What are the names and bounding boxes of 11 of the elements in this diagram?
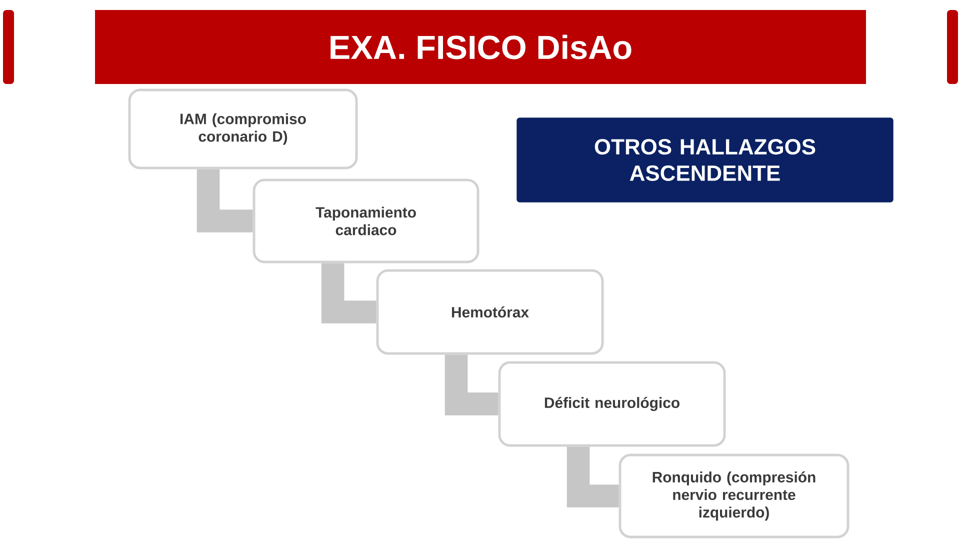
process-box: IAM (compromiso coronario D) [128, 88, 358, 170]
process-box: Ronquido (compresión nervio recurrente izquierdo) [618, 454, 850, 538]
process-box: Déficit neurológico [498, 361, 726, 447]
title-banner: EXA. FISICO DisAo [95, 10, 866, 84]
connector [196, 169, 253, 232]
connector [444, 354, 498, 416]
connector [566, 446, 619, 508]
process-box: Taponamiento cardiaco [252, 178, 480, 264]
connector [321, 263, 376, 324]
process-box: Hemotórax [376, 269, 604, 355]
heading-box: OTROS HALLAZGOS ASCENDENTE [516, 118, 894, 202]
